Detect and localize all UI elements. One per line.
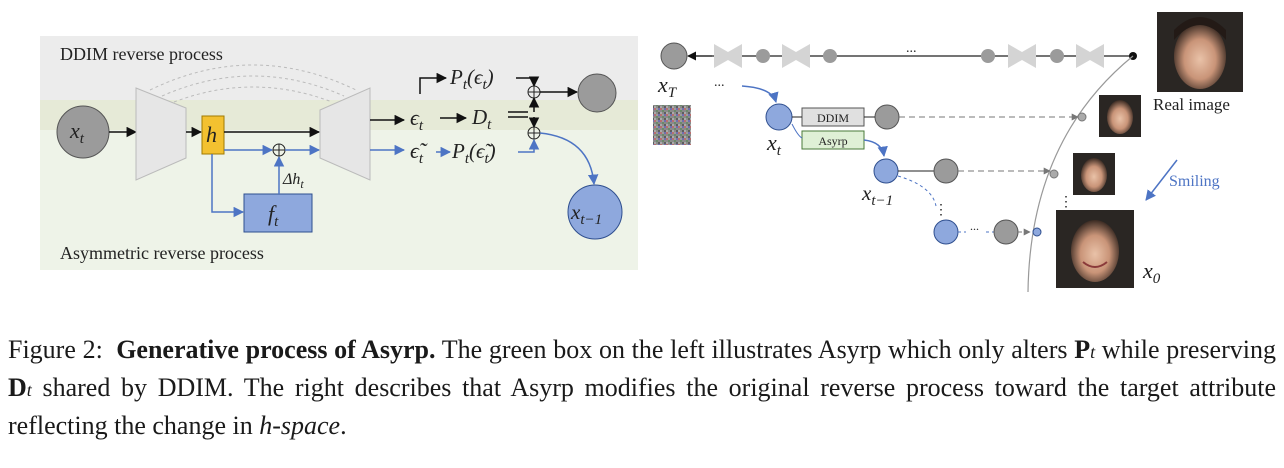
unet-encoder: [135, 87, 187, 181]
vdots-right: ⋮: [1059, 195, 1073, 210]
dots-bottom: ...: [970, 219, 979, 233]
noise-image: [653, 105, 691, 145]
pt-teps-label: Pt(ϵ̃t): [451, 139, 496, 167]
ft-box: [243, 193, 313, 233]
chain-dots-small: ...: [714, 75, 725, 90]
xt-minus-1-node: [567, 184, 623, 240]
face-thumb-1: [1099, 95, 1141, 137]
xt-minus-1-label: xt−1: [570, 200, 602, 228]
asyrp-region-label: Asymmetric reverse process: [60, 243, 264, 263]
asyrp-box-label: Asyrp: [818, 134, 847, 148]
eps-label: ϵt: [410, 105, 424, 134]
xt1-right-node: [873, 158, 899, 184]
figure-caption: Figure 2: Generative process of Asyrp. T…: [8, 335, 1276, 440]
ddim-output-node: [577, 73, 617, 113]
xt-right-node: [765, 103, 793, 131]
x0-label: x0: [1142, 258, 1161, 287]
unet-icon-3: [1008, 44, 1036, 68]
x0-image: [1056, 210, 1134, 288]
xt1-right-label: xt−1: [861, 181, 893, 209]
caption-prefix: Figure 2:: [8, 335, 103, 364]
unet-icon-4: [1076, 44, 1104, 68]
pt-eps-label: Pt(ϵt): [449, 65, 494, 93]
h-label: h: [206, 122, 217, 147]
caption-hspace: h-space: [259, 411, 341, 440]
xt-right-label: xt: [766, 130, 782, 159]
unet-icon-1: [714, 44, 742, 68]
real-image-label: Real image: [1153, 95, 1230, 114]
caption-title: Generative process of Asyrp.: [116, 335, 436, 364]
xT-node: [660, 42, 688, 70]
face-thumb-2: [1073, 153, 1115, 195]
real-image: [1157, 12, 1243, 92]
left-panel: DDIM reverse process Asymmetric reverse …: [40, 36, 638, 270]
figure: DDIM reverse process Asymmetric reverse …: [40, 12, 1243, 293]
ft-label: ft: [268, 201, 279, 230]
dt-label: Dt: [471, 105, 492, 133]
unet-icon-2: [782, 44, 810, 68]
right-panel: xT ... ... xt DDIM Asyrp xt−1: [653, 12, 1243, 293]
delta-h-label: Δht: [282, 171, 304, 191]
xt-label: xt: [69, 118, 85, 147]
chain-dots: ...: [906, 41, 917, 56]
unet-decoder: [319, 87, 371, 181]
vdots-left: ⋮: [934, 203, 948, 218]
ddim-box-label: DDIM: [817, 111, 849, 125]
xT-label: xT: [657, 72, 678, 101]
h-box: [201, 115, 225, 155]
blue-node-bottom: [933, 219, 959, 245]
ddim-region-label: DDIM reverse process: [60, 44, 223, 64]
smiling-label: Smiling: [1169, 173, 1220, 190]
